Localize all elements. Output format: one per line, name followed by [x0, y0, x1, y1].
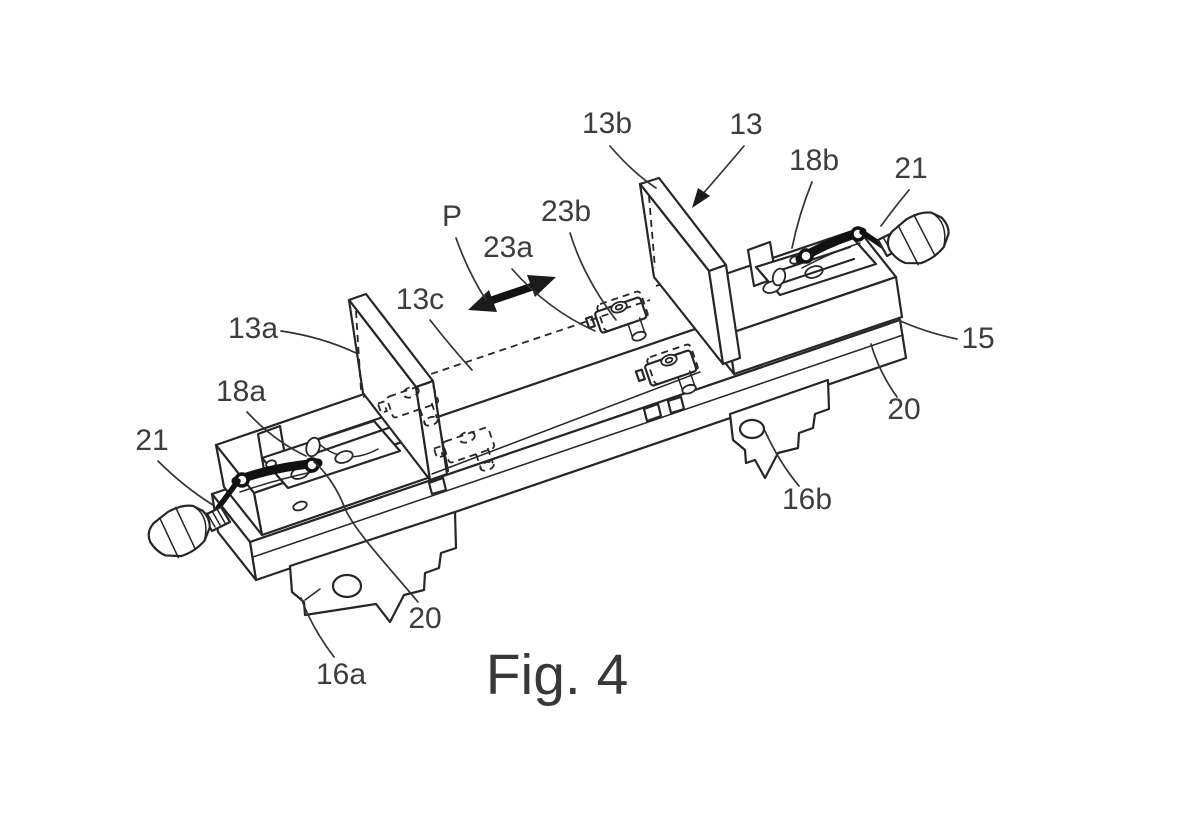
ref-label-20-right: 20	[887, 393, 920, 426]
ref-label-20-left: 20	[408, 602, 441, 635]
ref-label-13: 13	[729, 108, 762, 141]
ref-label-16b: 16b	[782, 483, 832, 516]
ref-label-16a: 16a	[316, 658, 366, 691]
part-upright-13b	[638, 176, 742, 366]
part-toggle-clamp-18b	[746, 211, 950, 297]
hardware-23b	[634, 343, 699, 395]
ref-label-13c: 13c	[396, 283, 444, 316]
leader-arrowhead-13	[692, 188, 710, 208]
knob-21-left	[147, 504, 211, 559]
part-toggle-clamp-18a	[147, 395, 423, 559]
ref-label-P: P	[442, 200, 462, 233]
ref-label-21-right: 21	[894, 152, 927, 185]
ref-label-23b: 23b	[541, 195, 591, 228]
leader-lines	[157, 145, 958, 658]
base-edge-clips	[427, 395, 686, 496]
hardware-hidden-2	[432, 426, 496, 472]
part-foot-16a	[288, 510, 458, 624]
ref-label-13a: 13a	[228, 312, 278, 345]
hardware-hidden-1	[376, 381, 440, 427]
part-upright-13a	[347, 292, 449, 482]
figure-caption: Fig. 4	[486, 643, 629, 707]
knob-21-right	[886, 211, 950, 266]
hardware-23a	[584, 290, 649, 342]
part-foot-16b	[728, 378, 831, 480]
ref-label-13b: 13b	[582, 107, 632, 140]
ref-label-21-left: 21	[135, 424, 168, 457]
ref-label-23a: 23a	[483, 231, 533, 264]
ref-label-18a: 18a	[216, 375, 266, 408]
ref-label-18b: 18b	[789, 144, 839, 177]
ref-label-15: 15	[961, 322, 994, 355]
